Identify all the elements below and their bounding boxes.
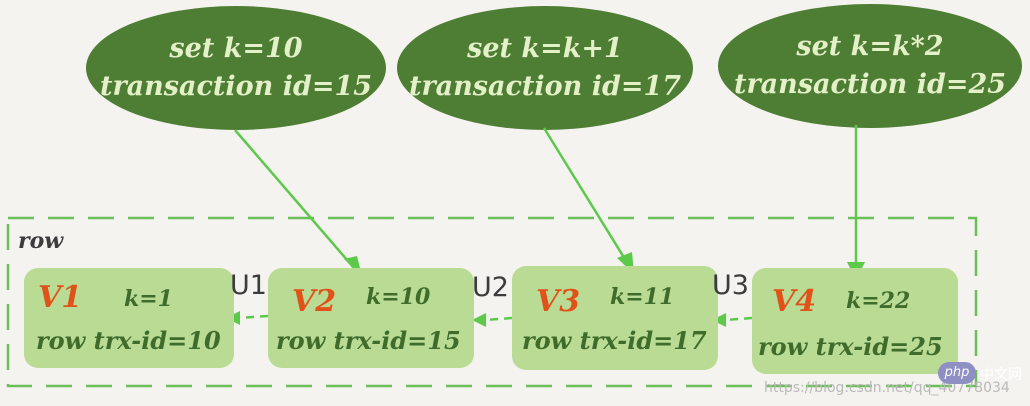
update-3-text: set k=k*2 transaction id=25 <box>728 28 1012 104</box>
version-node-v3: V3 k=11 row trx-id=17 <box>512 266 718 370</box>
undo-arrow-u2 <box>483 316 513 322</box>
update-bubble-2 <box>397 6 693 130</box>
update-bubble-1 <box>86 6 386 130</box>
undo-label-u1: U1 <box>230 270 267 301</box>
undo-arrow-u1 <box>237 314 269 320</box>
php-site-name: 中文网 <box>980 367 1022 383</box>
version-trx-v2: row trx-id=15 <box>276 326 461 355</box>
version-node-v1: V1 k=1 row trx-id=10 <box>24 268 234 368</box>
undo-arrowhead-u3 <box>712 313 726 327</box>
update-1-statement: set k=10 <box>169 33 303 64</box>
update-3-statement: set k=k*2 <box>796 31 944 62</box>
undo-label-u3: U3 <box>712 270 749 301</box>
version-label-v2: V2 <box>292 284 337 319</box>
update-2-statement: set k=k+1 <box>467 33 623 64</box>
version-label-v3: V3 <box>536 284 581 319</box>
version-trx-v3: row trx-id=17 <box>522 326 707 355</box>
undo-arrow-u3 <box>723 316 753 322</box>
row-container <box>6 216 978 388</box>
update-3-transaction: transaction id=25 <box>733 69 1007 100</box>
version-label-v1: V1 <box>38 280 83 315</box>
undo-label-u2: U2 <box>472 272 509 303</box>
update-1-text: set k=10 transaction id=15 <box>96 30 376 106</box>
update-2-text: set k=k+1 transaction id=17 <box>405 30 685 106</box>
version-k-v1: k=1 <box>124 286 173 312</box>
row-label: row <box>18 228 64 254</box>
version-trx-v4: row trx-id=25 <box>758 332 943 361</box>
version-k-v4: k=22 <box>846 288 911 314</box>
version-node-v4: V4 k=22 row trx-id=25 <box>752 268 958 374</box>
version-trx-v1: row trx-id=10 <box>36 326 221 355</box>
version-k-v2: k=10 <box>366 284 431 310</box>
update-bubble-3 <box>718 4 1022 128</box>
version-node-v2: V2 k=10 row trx-id=15 <box>268 268 474 368</box>
update-1-transaction: transaction id=15 <box>99 71 373 102</box>
arrow-to-v2 <box>234 129 355 269</box>
update-2-transaction: transaction id=17 <box>408 71 682 102</box>
arrow-to-v3 <box>542 127 630 265</box>
watermark-url: https://blog.csdn.net/qq_40778034 <box>764 380 1010 396</box>
version-k-v3: k=11 <box>610 284 675 310</box>
version-label-v4: V4 <box>772 284 817 319</box>
undo-arrowhead-u2 <box>472 313 486 327</box>
php-logo-badge: php <box>938 362 976 384</box>
